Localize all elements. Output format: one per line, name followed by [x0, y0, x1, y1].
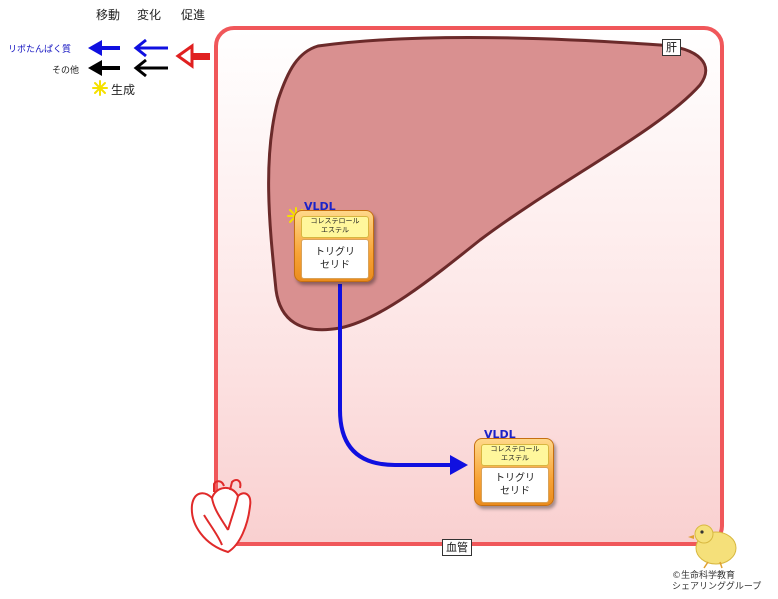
legend-change-label: 変化 [137, 8, 162, 22]
copyright-line1: ©生命科学教育 [672, 571, 736, 581]
vldl-top-triglyceride: トリグリ セリド [301, 239, 369, 279]
legend-change-other-arrow [133, 58, 168, 78]
legend-arrows [88, 38, 210, 96]
vldl-bottom-title: VLDL [484, 428, 516, 441]
vldl-bottom-tg-line1: トリグリ [495, 473, 535, 484]
heart-icon [190, 479, 252, 554]
legend-promote-arrow [175, 43, 210, 69]
vldl-bottom-triglyceride: トリグリ セリド [481, 467, 549, 503]
vldl-bottom-ce-line1: コレステロール [490, 445, 540, 453]
liver-label: 肝 [662, 39, 681, 56]
legend-move-lipoprotein-arrow [88, 40, 120, 56]
legend-change-lipoprotein-arrow [133, 38, 168, 58]
legend-promote-label: 促進 [181, 8, 206, 22]
liver-shape [267, 36, 708, 332]
copyright: ©生命科学教育 シェアリンググループ [672, 571, 761, 593]
vldl-top-ce-line2: エステル [321, 226, 349, 234]
chick-mascot-icon [688, 524, 737, 569]
legend-generate-label: 生成 [111, 83, 136, 97]
vldl-top-title: VLDL [304, 200, 336, 213]
blood-vessel-label: 血管 [442, 539, 472, 556]
vldl-top-ce-line1: コレステロール [310, 217, 360, 225]
legend-other-label: その他 [52, 66, 80, 76]
legend-lipoprotein-label: リポたんぱく質 [8, 45, 72, 55]
vldl-bottom-particle: コレステロール エステル トリグリ セリド [474, 438, 554, 506]
vldl-bottom-cholesterol-ester: コレステロール エステル [481, 444, 549, 466]
vldl-transport-arrow [338, 284, 468, 475]
vldl-top-particle: コレステロール エステル トリグリ セリド [294, 210, 374, 282]
vldl-bottom-tg-line2: セリド [500, 486, 530, 497]
vldl-bottom-ce-line2: エステル [501, 454, 529, 462]
copyright-line2: シェアリンググループ [672, 582, 762, 592]
legend-generate-star-icon [92, 80, 108, 96]
legend-move-other-arrow [88, 60, 120, 76]
legend-move-label: 移動 [96, 8, 121, 22]
vldl-top-tg-line1: トリグリ [315, 247, 355, 258]
vldl-top-cholesterol-ester: コレステロール エステル [301, 216, 369, 238]
vldl-top-tg-line2: セリド [320, 260, 350, 271]
